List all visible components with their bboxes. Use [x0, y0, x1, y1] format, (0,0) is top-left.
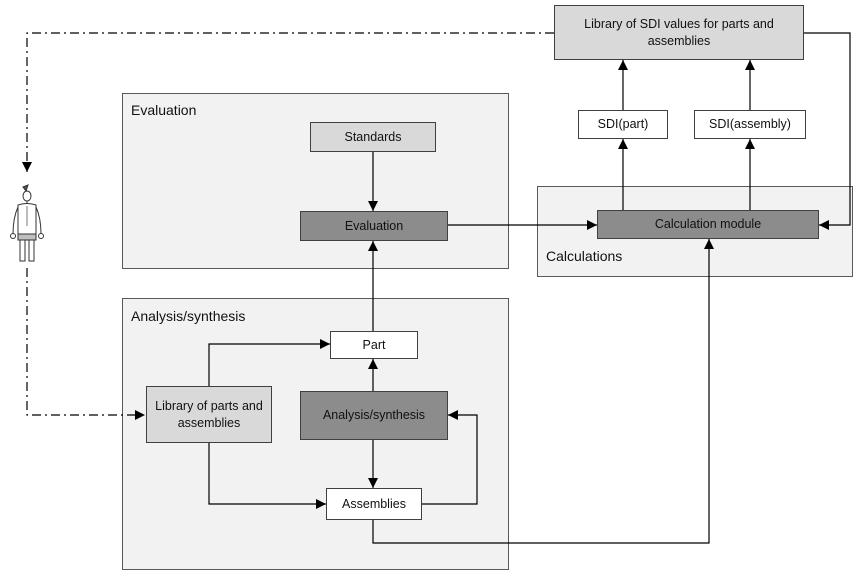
- calculations-region-title: Calculations: [546, 248, 623, 264]
- dashdot-library-sdi-to-user: [22, 32, 554, 172]
- analysis-synthesis-box: Analysis/synthesis: [300, 391, 448, 440]
- dashdot-user-to-library-parts: [26, 268, 145, 420]
- arrow-library-sdi-to-calculation: [804, 32, 851, 230]
- arrow-library-to-part: [208, 339, 330, 386]
- standards-box: Standards: [310, 122, 436, 152]
- arrow-assemblies-to-analysis: [422, 410, 478, 505]
- person-figure-icon: [10, 184, 44, 262]
- library-parts-box: Library of parts and assemblies: [146, 386, 272, 443]
- evaluation-box: Evaluation: [300, 211, 448, 241]
- arrow-assemblies-to-calculation: [372, 239, 714, 544]
- assemblies-box: Assemblies: [326, 488, 422, 520]
- library-sdi-values-box: Library of SDI values for parts and asse…: [554, 5, 804, 60]
- sdi-part-box: SDI(part): [578, 110, 668, 139]
- evaluation-region-title: Evaluation: [131, 102, 197, 118]
- sdi-assembly-box: SDI(assembly): [694, 110, 806, 139]
- calculation-module-box: Calculation module: [597, 210, 819, 239]
- arrow-library-to-assemblies: [208, 443, 326, 509]
- part-box: Part: [330, 331, 418, 359]
- analysis-region-title: Analysis/synthesis: [131, 308, 246, 324]
